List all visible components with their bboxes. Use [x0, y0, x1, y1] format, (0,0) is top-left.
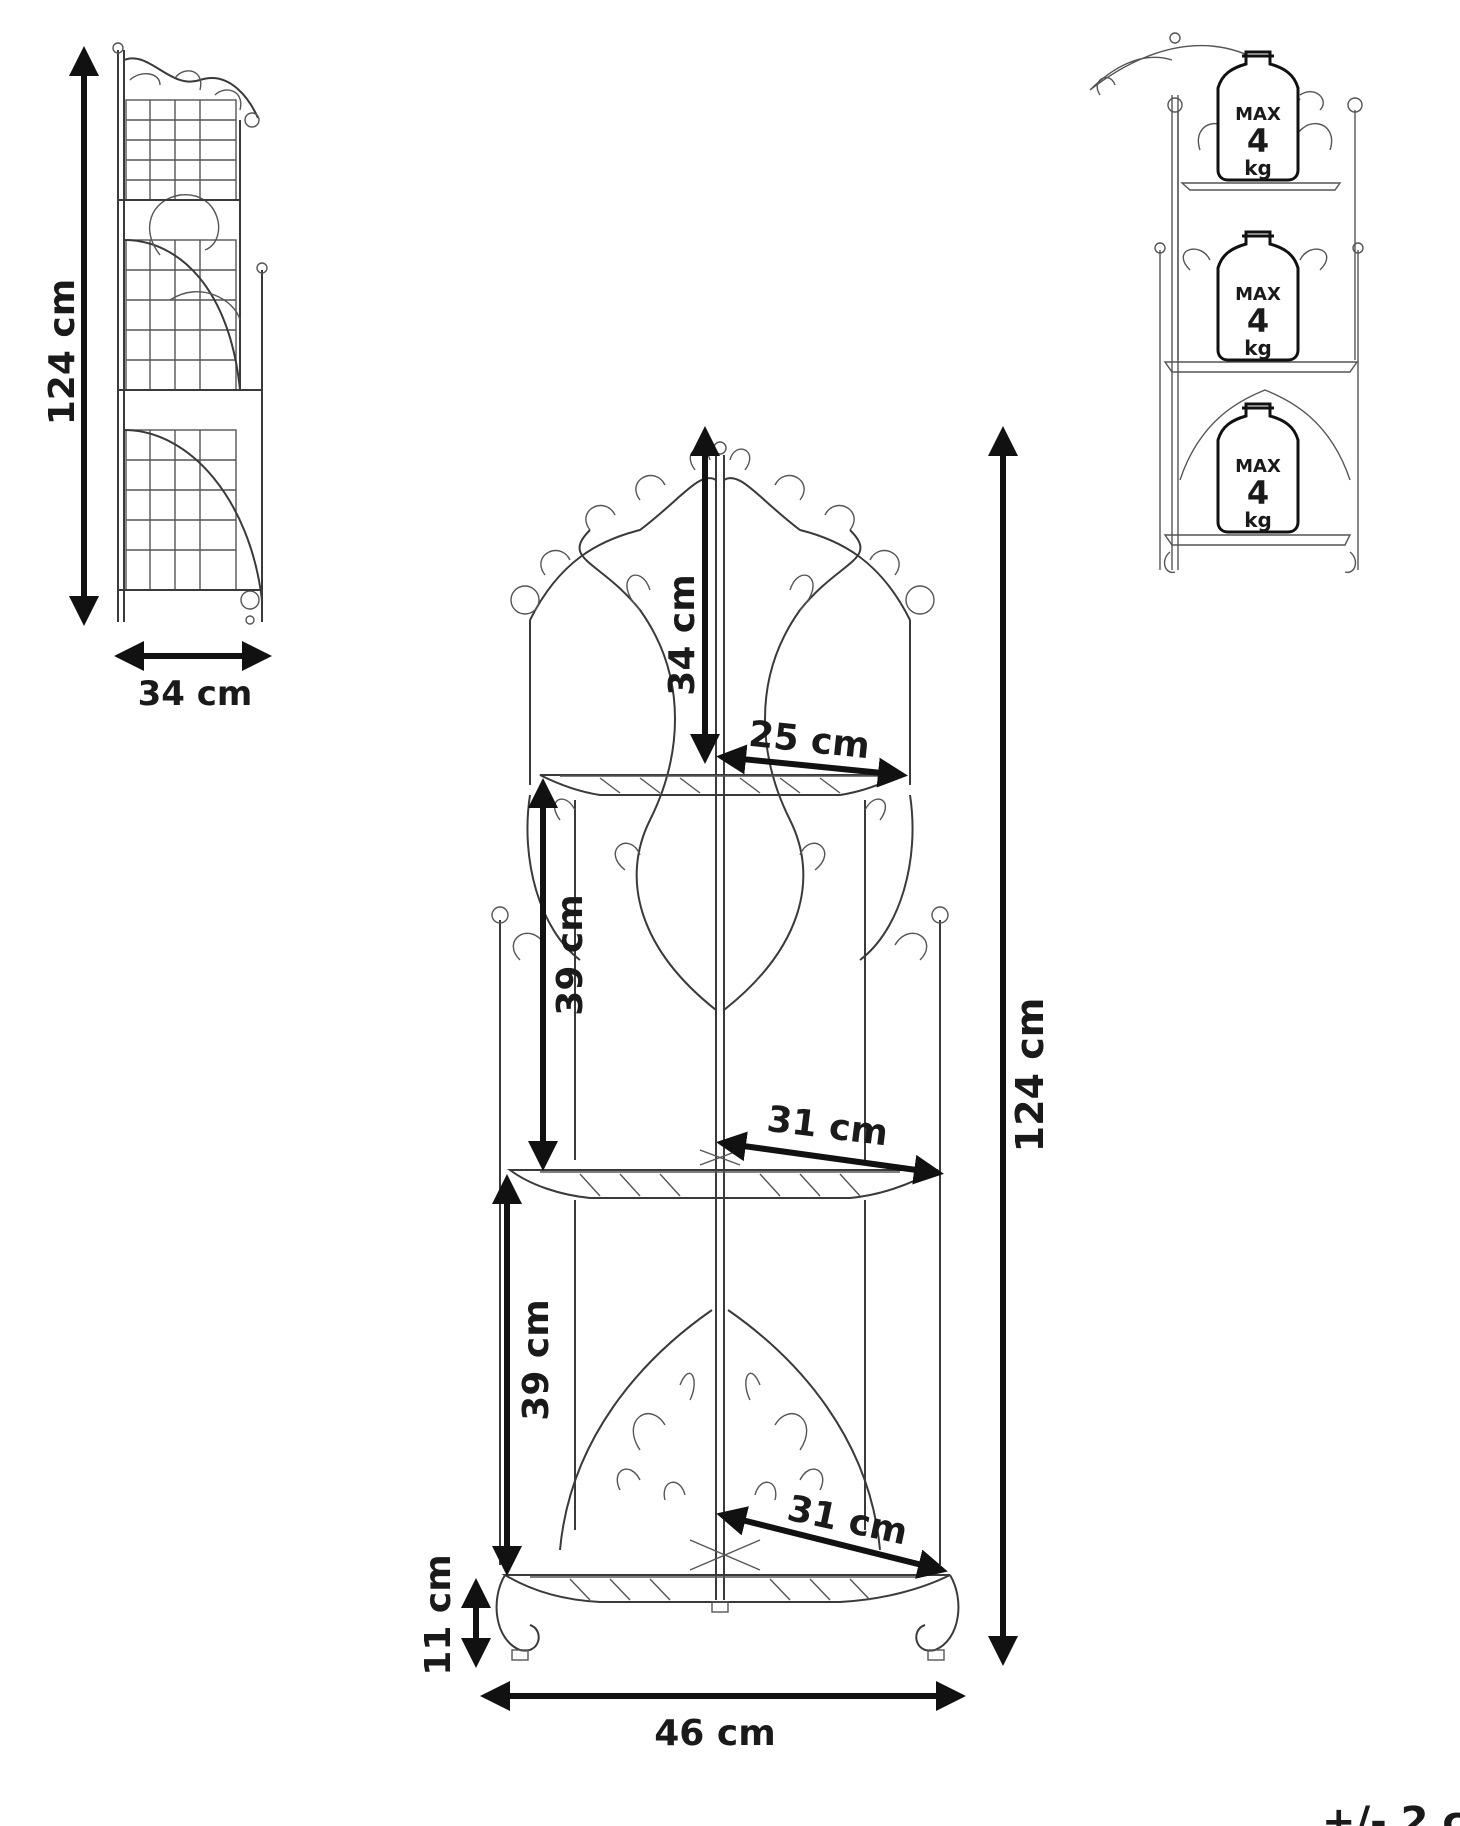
- foot-label: 11 cm: [418, 1554, 459, 1675]
- front-view: 34 cm 25 cm 39 cm 31 cm 39 cm 31 cm 11 c…: [418, 426, 1052, 1754]
- load-value-2: 4: [1247, 302, 1269, 340]
- front-middle-shelf: [506, 1169, 939, 1199]
- load-icon-2: MAX 4 kg: [1216, 230, 1300, 362]
- middle-shelf-arrow: [716, 1131, 944, 1185]
- load-unit-1: kg: [1244, 156, 1272, 180]
- load-unit-2: kg: [1244, 336, 1272, 360]
- side-height-label: 124 cm: [42, 279, 83, 426]
- load-view: MAX 4 kg MAX 4 kg MAX 4 kg: [1089, 32, 1364, 574]
- total-height-label: 124 cm: [1008, 998, 1052, 1153]
- bottom-shelf-arrow: [716, 1506, 948, 1579]
- load-icon-3: MAX 4 kg: [1216, 402, 1300, 534]
- width-label: 46 cm: [654, 1713, 775, 1754]
- tolerance-note: +/- 2 cm: [1322, 1799, 1460, 1826]
- load-icon-1: MAX 4 kg: [1216, 50, 1300, 182]
- load-value-1: 4: [1247, 122, 1269, 160]
- lower-section-label: 39 cm: [516, 1299, 557, 1420]
- middle-section-label: 39 cm: [550, 894, 591, 1015]
- side-view-frame: [112, 42, 268, 625]
- front-view-frame: [491, 441, 960, 1661]
- load-max-3: MAX: [1235, 456, 1281, 477]
- side-view: 124 cm 34 cm: [42, 42, 272, 714]
- top-section-label: 34 cm: [662, 574, 703, 695]
- load-unit-3: kg: [1244, 508, 1272, 532]
- side-depth-label: 34 cm: [138, 674, 253, 714]
- top-shelf-arrow: [716, 744, 908, 788]
- load-value-3: 4: [1247, 474, 1269, 512]
- front-top-shelf: [539, 774, 901, 796]
- front-bottom-shelf: [501, 1574, 951, 1603]
- load-max-2: MAX: [1235, 284, 1281, 305]
- load-max-1: MAX: [1235, 104, 1281, 125]
- middle-shelf-label: 31 cm: [765, 1099, 891, 1154]
